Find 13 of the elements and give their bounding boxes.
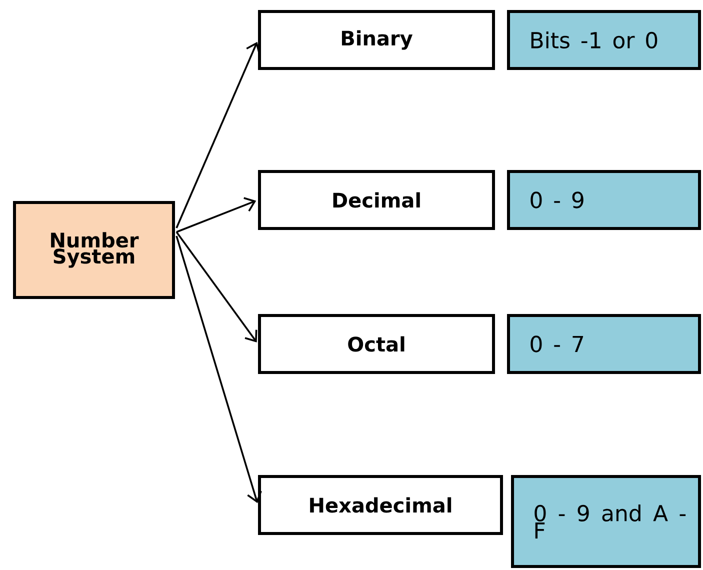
category-box: Hexadecimal (258, 475, 503, 535)
arrow (176, 231, 258, 342)
category-box: Octal (258, 314, 495, 374)
arrow (176, 197, 256, 233)
value-box: 0 - 9 (507, 170, 701, 230)
arrow (176, 42, 260, 228)
value-box: 0 - 9 and A - F (511, 475, 701, 568)
root-box: Number System (13, 201, 175, 299)
category-box: Decimal (258, 170, 495, 230)
arrow (176, 236, 262, 504)
value-box: 0 - 7 (507, 314, 701, 374)
category-box: Binary (258, 10, 495, 70)
value-box: Bits -1 or 0 (507, 10, 701, 70)
